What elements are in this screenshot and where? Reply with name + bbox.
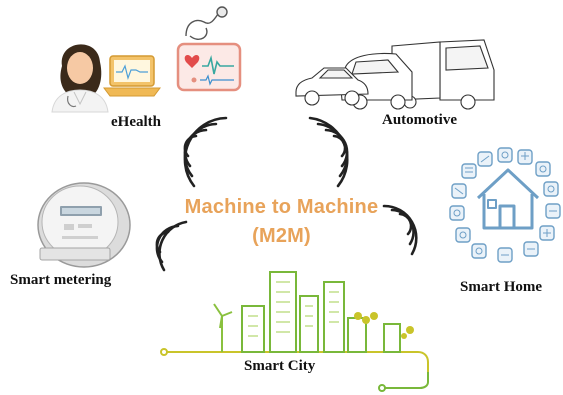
wave-automotive — [308, 116, 349, 188]
buildings — [241, 271, 401, 353]
vehicles-illustration — [295, 39, 495, 110]
wind-turbine-icon — [213, 303, 233, 352]
wave-metering — [155, 220, 188, 272]
building-windows — [248, 281, 339, 337]
wave-ehealth — [183, 116, 228, 188]
device-tile-glyphs — [453, 151, 557, 256]
vital-signs-monitor-icon — [176, 42, 242, 92]
center-title-line1: Machine to Machine — [184, 196, 379, 218]
smart-home-illustration — [449, 147, 561, 263]
center-title-line2: (M2M) — [252, 225, 311, 247]
smart-metering-label: Smart metering — [10, 272, 112, 288]
electric-meter-illustration — [37, 182, 131, 268]
stethoscope-icon — [185, 6, 228, 40]
ehealth-label: eHealth — [111, 114, 161, 130]
wave-home — [382, 204, 418, 256]
smart-city-label: Smart City — [244, 358, 316, 374]
laptop-icon — [103, 55, 161, 97]
smart-home-label: Smart Home — [460, 279, 543, 295]
city-skyline-illustration — [160, 271, 429, 392]
ehealth-illustration — [51, 6, 242, 113]
doctor-icon — [51, 44, 109, 113]
automotive-label: Automotive — [382, 112, 457, 128]
trees — [354, 312, 414, 339]
house-icon — [476, 168, 540, 230]
signal-waves — [155, 116, 418, 272]
